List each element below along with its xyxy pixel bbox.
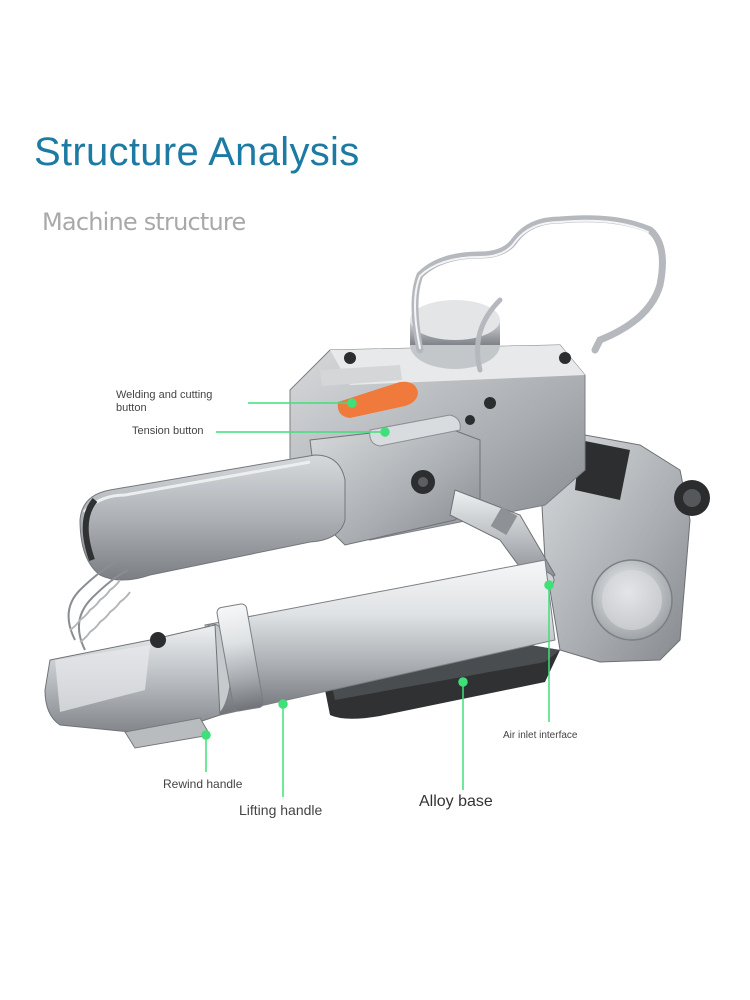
grip-handle [79,454,346,581]
callout-welding-line1: Welding and cutting [116,389,213,401]
callout-alloy-base: Alloy base [419,793,493,810]
callout-tension-button: Tension button [132,425,204,437]
page-subtitle: Machine structure [42,208,246,236]
callout-lifting-handle: Lifting handle [239,802,323,818]
callout-leaders [201,398,554,797]
callout-air-inlet: Air inlet interface [503,730,578,741]
callout-welding-cutting-button: Welding and cutting button [116,389,212,415]
front-head [44,624,221,749]
welding-cutting-button-shape [337,381,418,418]
page-title: Structure Analysis [34,130,360,174]
tension-button-shape [369,414,461,447]
callout-rewind-handle: Rewind handle [163,777,243,791]
rear-housing [539,434,710,663]
alloy-base [325,640,560,719]
coil-springs [67,559,131,651]
callout-welding-line2: button [116,402,147,414]
